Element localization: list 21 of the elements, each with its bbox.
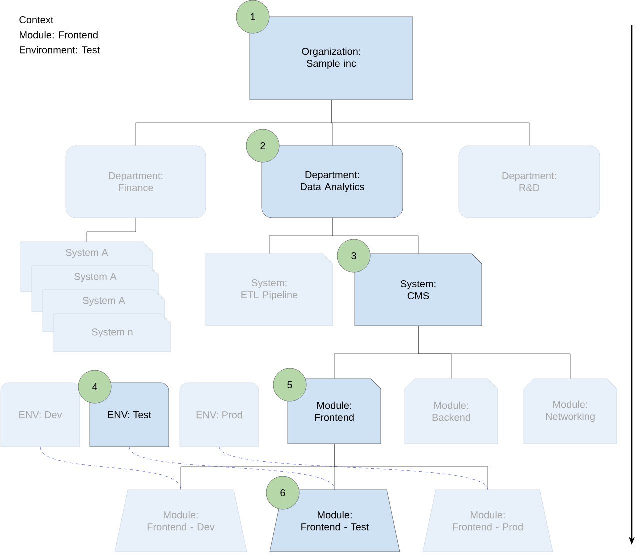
- module-trapezoid: Module: Frontend - Dev: [114, 490, 248, 552]
- dashed-curve: [129, 447, 336, 490]
- dashed-curve: [40, 447, 182, 490]
- environment-box: ENV: Dev: [0, 382, 80, 448]
- connector-line: [334, 444, 488, 490]
- dashed-curve: [219, 447, 488, 490]
- module-trapezoid: Module: Frontend - Prod: [422, 490, 554, 552]
- context-label: Environment: Test: [20, 46, 100, 54]
- department-box: Department: R&D: [458, 146, 600, 218]
- context-label: Module: Frontend: [20, 31, 98, 39]
- system-box: System: ETL Pipeline: [206, 254, 334, 326]
- connector-line: [418, 326, 571, 379]
- connector-line: [331, 100, 530, 146]
- environment-box: ENV: Prod: [180, 382, 260, 448]
- context-label: Context: [20, 16, 54, 24]
- department-box: Department: Finance: [66, 146, 206, 218]
- module-box: Module: Backend: [404, 378, 498, 444]
- system-card: System n: [54, 314, 172, 352]
- module-box: Module: Networking: [524, 378, 618, 444]
- connector-line: [86, 218, 136, 242]
- connector-line: [332, 218, 419, 254]
